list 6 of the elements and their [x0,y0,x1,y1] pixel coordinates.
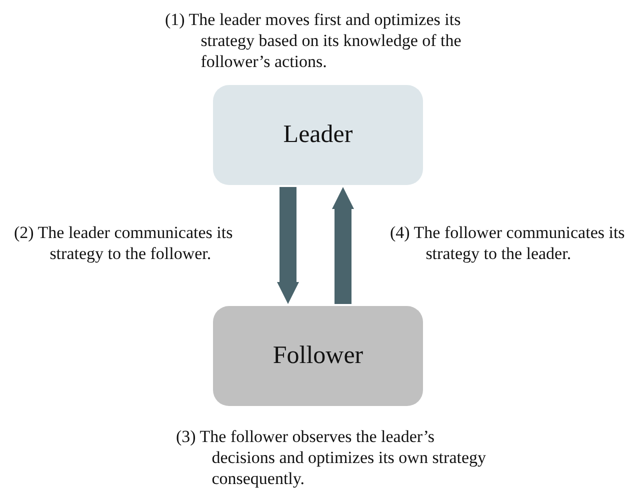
rounded-box: Leader [213,85,423,185]
block-arrow [277,187,299,304]
annotation-text: (3) The follower observes the leader’s decisions and optimizes its own strategy consequently. [176,426,488,489]
rounded-box: Follower [213,306,423,406]
block-arrow [332,187,354,304]
annotation-text: (1) The leader moves first and optimizes its strategy based on its knowledge of the follower’s actions. [165,9,462,72]
